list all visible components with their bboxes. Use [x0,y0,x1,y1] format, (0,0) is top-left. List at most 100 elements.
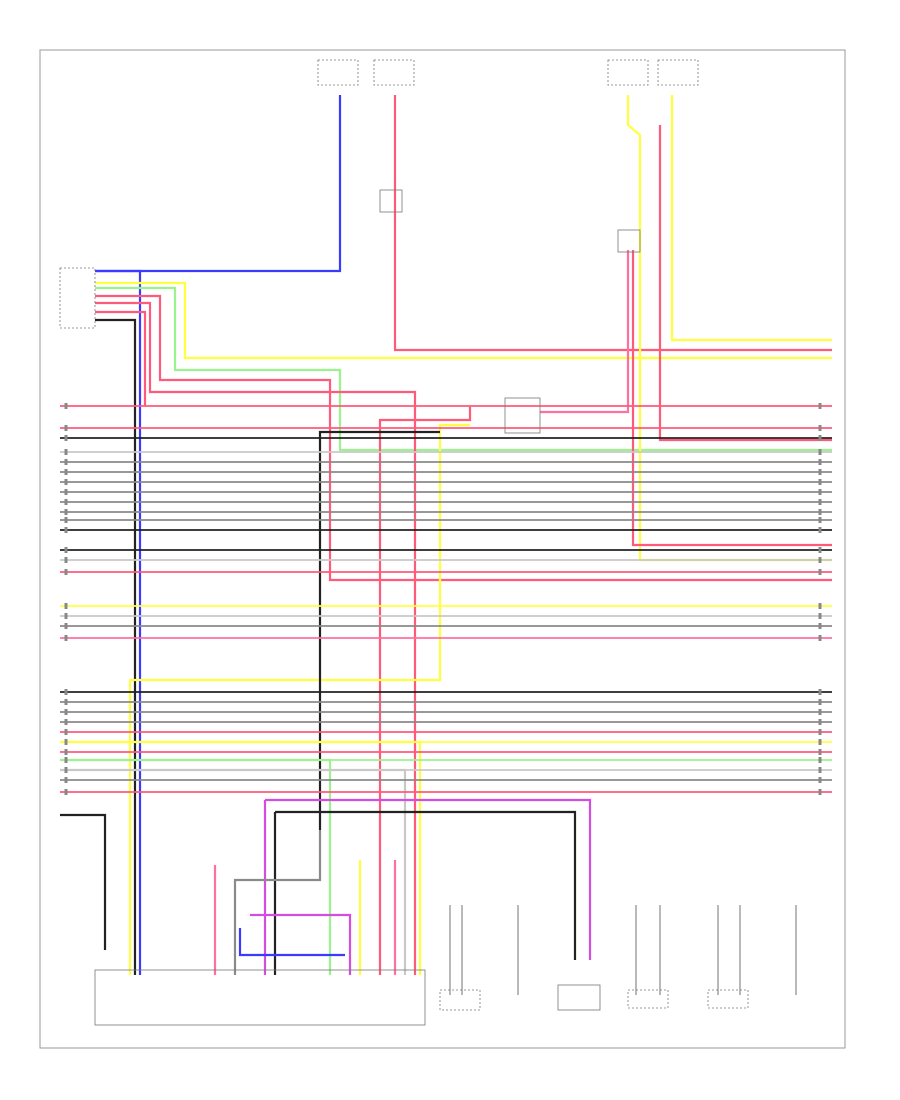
row-tick [818,603,822,609]
row-tick [64,569,68,575]
row-tick [818,509,822,515]
row-tick [64,729,68,735]
fuse-box-left-b [373,59,415,86]
pink-relay-wire [540,250,630,414]
fuse-box-right-b [657,59,699,86]
row-tick [818,569,822,575]
violet-lower-3 [250,913,352,975]
fuse-box-right-a [607,59,649,86]
yellow-center [128,423,470,975]
row-tick [818,425,822,431]
row-tick [818,479,822,485]
row-tick [64,449,68,455]
row-tick [64,403,68,409]
red-wire-2 [95,301,417,975]
row-tick [818,749,822,755]
red-wire-3 [95,310,147,406]
row-tick [818,689,822,695]
row-tick [818,623,822,629]
bottom-box-4 [627,989,669,1009]
row-tick [64,435,68,441]
row-tick [64,719,68,725]
relay-box-top-left [379,189,403,213]
row-tick [64,527,68,533]
yellow-wire-top [95,281,832,360]
relay-box-top-right [617,229,641,253]
row-tick [64,603,68,609]
row-tick [818,547,822,553]
row-tick [64,509,68,515]
black-wire-left [95,318,137,975]
black-lower-left [60,813,107,950]
wires [60,95,832,995]
row-tick [818,435,822,441]
gray-splice [233,830,322,975]
row-tick [818,635,822,641]
red-center [378,406,472,975]
row-tick [64,757,68,763]
bus-rows [60,405,832,793]
red-wire-1 [95,294,832,582]
row-tick [64,739,68,745]
row-tick [64,767,68,773]
violet-lower [265,798,592,960]
green-wire-top [95,286,832,452]
row-tick [818,459,822,465]
row-tick [64,489,68,495]
splice-box-center [504,397,541,434]
red-relay-wire [631,250,832,547]
row-tick [64,469,68,475]
row-tick [818,449,822,455]
fuse-box-left-a [317,59,359,86]
row-tick [64,499,68,505]
module-box-bottom [94,969,426,1026]
row-tick [64,635,68,641]
row-tick [64,699,68,705]
row-tick [818,489,822,495]
row-tick [64,517,68,523]
bottom-box-5 [707,989,749,1009]
row-tick [818,403,822,409]
bottom-box-1 [439,989,481,1011]
row-tick [64,425,68,431]
row-tick [64,459,68,465]
red-fuse-wire [393,95,832,352]
row-tick [64,479,68,485]
row-tick [64,777,68,783]
row-tick [818,699,822,705]
tiny-labels [64,403,822,795]
row-tick [64,749,68,755]
row-tick [818,709,822,715]
component-boxes [59,59,749,1026]
row-tick [818,499,822,505]
row-tick [64,613,68,619]
row-tick [818,613,822,619]
black-lower [275,810,577,960]
yellow-fuse-wire-2 [670,95,832,342]
row-tick [818,719,822,725]
row-tick [818,469,822,475]
row-tick [818,517,822,523]
row-tick [818,729,822,735]
row-tick [64,547,68,553]
row-tick [818,757,822,763]
red-fuse-wire-2 [658,125,832,442]
bottom-box-3 [557,984,601,1011]
row-tick [818,557,822,563]
row-tick [818,767,822,773]
black-center [318,430,440,830]
row-tick [818,789,822,795]
row-tick [818,777,822,783]
row-tick [64,689,68,695]
row-tick [64,623,68,629]
row-tick [818,527,822,533]
row-tick [64,557,68,563]
row-tick [64,789,68,795]
blue-lower [238,928,345,957]
connector-box-left [59,267,96,329]
yellow-fuse-wire [626,95,832,562]
blue-wire-down [95,269,142,975]
diagram-frame [39,49,846,1049]
row-tick [64,709,68,715]
